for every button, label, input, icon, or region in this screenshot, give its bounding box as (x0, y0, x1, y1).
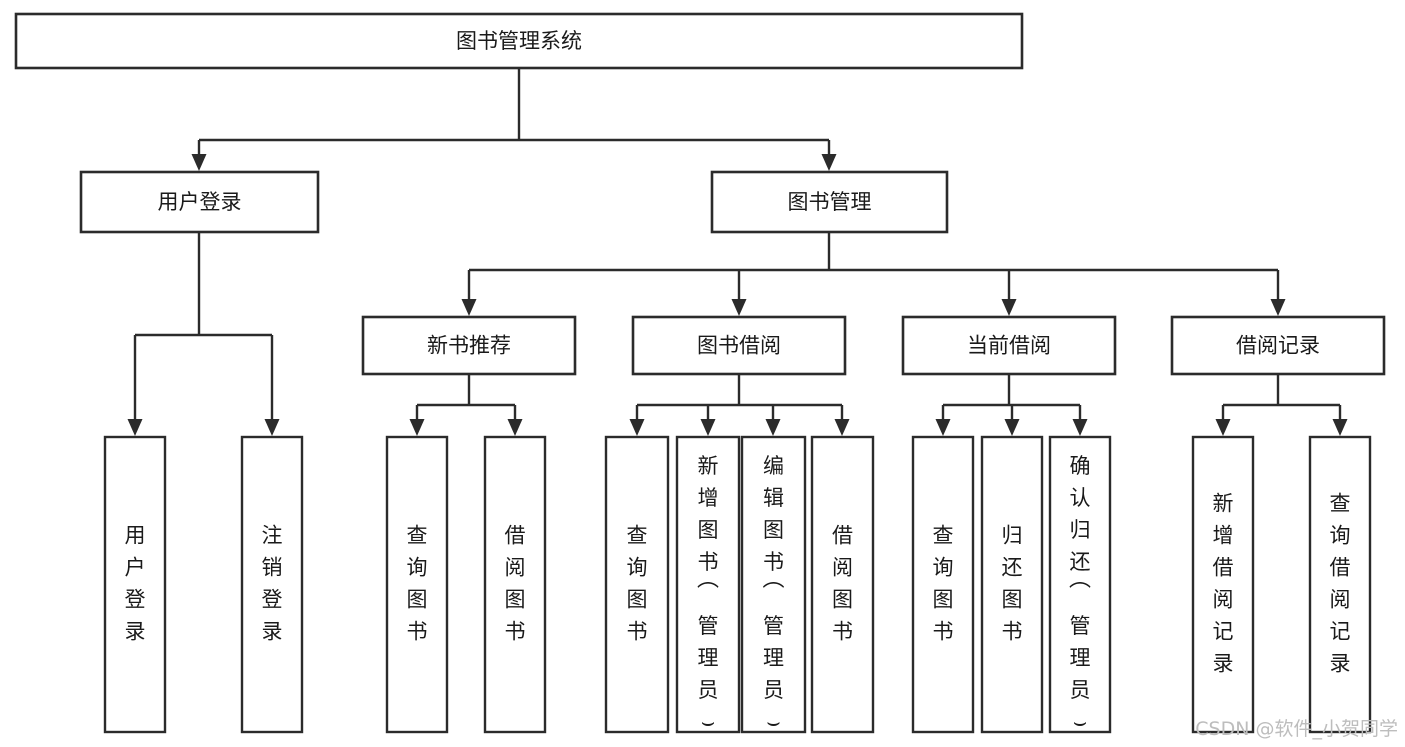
arrow-head-icon (1270, 299, 1286, 316)
node-label-current-borrow: 当前借阅 (967, 334, 1051, 358)
node-leaf-user-login[interactable]: 用户登录 (103, 435, 167, 734)
node-box-leaf-add-book-admin[interactable] (675, 435, 741, 734)
node-new-book-recommend[interactable]: 新书推荐 (361, 315, 577, 376)
connector-bus-current-borrow (935, 374, 1088, 436)
arrow-head-icon (731, 299, 747, 316)
node-borrow-record[interactable]: 借阅记录 (1170, 315, 1386, 376)
node-leaf-user-logout[interactable]: 注销登录 (240, 435, 304, 734)
node-user-login[interactable]: 用户登录 (79, 170, 320, 234)
connector-bus-new-book (409, 374, 523, 436)
node-box-new-book-recommend[interactable] (361, 315, 577, 376)
node-box-leaf-query-book-3[interactable] (911, 435, 975, 734)
node-box-leaf-borrow-book-1[interactable] (483, 435, 547, 734)
arrow-head-icon (264, 419, 280, 436)
node-root[interactable]: 图书管理系统 (14, 12, 1024, 70)
node-label-leaf-query-borrow-record: 查询借阅记录 (1330, 492, 1351, 676)
arrow-head-icon (629, 419, 645, 436)
arrow-head-icon (191, 154, 207, 171)
node-label-leaf-borrow-book-1: 借阅图书 (505, 524, 526, 644)
connector-bus-root (191, 68, 837, 171)
node-leaf-query-book-2[interactable]: 查询图书 (604, 435, 670, 734)
node-label-leaf-add-borrow-record: 新增借阅记录 (1213, 492, 1234, 676)
connector-layer (127, 68, 1348, 436)
node-box-leaf-borrow-book-2[interactable] (810, 435, 875, 734)
node-box-book-borrow[interactable] (631, 315, 847, 376)
node-box-leaf-user-login[interactable] (103, 435, 167, 734)
node-label-leaf-user-login: 用户登录 (125, 524, 146, 644)
arrow-head-icon (821, 154, 837, 171)
node-leaf-borrow-book-2[interactable]: 借阅图书 (810, 435, 875, 734)
arrow-head-icon (507, 419, 523, 436)
node-box-borrow-record[interactable] (1170, 315, 1386, 376)
node-box-current-borrow[interactable] (901, 315, 1117, 376)
arrow-head-icon (935, 419, 951, 436)
arrow-head-icon (461, 299, 477, 316)
node-box-book-manage[interactable] (710, 170, 949, 234)
node-label-leaf-borrow-book-2: 借阅图书 (832, 524, 853, 644)
arrow-head-icon (1004, 419, 1020, 436)
connector-bus-book-borrow (629, 374, 850, 436)
node-box-leaf-query-borrow-record[interactable] (1308, 435, 1372, 734)
node-box-leaf-confirm-return-admin[interactable] (1048, 435, 1112, 734)
node-label-leaf-return-book: 归还图书 (1002, 524, 1023, 644)
node-label-leaf-edit-book-admin: 编辑图书⌒管理员⌣ (762, 454, 784, 735)
arrow-head-icon (700, 419, 716, 436)
arrow-head-icon (765, 419, 781, 436)
node-box-leaf-user-logout[interactable] (240, 435, 304, 734)
node-leaf-query-book-1[interactable]: 查询图书 (385, 435, 449, 734)
node-label-leaf-query-book-2: 查询图书 (627, 524, 648, 644)
csdn-watermark: CSDN @软件_小贺同学 (1195, 718, 1398, 740)
node-leaf-query-book-3[interactable]: 查询图书 (911, 435, 975, 734)
node-label-new-book-recommend: 新书推荐 (427, 334, 511, 358)
node-layer: 图书管理系统用户登录图书管理新书推荐图书借阅当前借阅借阅记录用户登录注销登录查询… (14, 12, 1386, 735)
node-box-leaf-return-book[interactable] (980, 435, 1044, 734)
node-label-book-borrow: 图书借阅 (697, 334, 781, 358)
node-leaf-query-borrow-record[interactable]: 查询借阅记录 (1308, 435, 1372, 734)
node-label-leaf-query-book-3: 查询图书 (933, 524, 954, 644)
node-box-leaf-edit-book-admin[interactable] (740, 435, 807, 734)
node-book-borrow[interactable]: 图书借阅 (631, 315, 847, 376)
node-label-root: 图书管理系统 (456, 29, 582, 53)
arrow-head-icon (127, 419, 143, 436)
node-leaf-add-book-admin[interactable]: 新增图书⌒管理员⌣ (675, 435, 741, 735)
node-label-book-manage: 图书管理 (788, 190, 872, 214)
node-box-leaf-query-book-2[interactable] (604, 435, 670, 734)
node-box-leaf-query-book-1[interactable] (385, 435, 449, 734)
arrow-head-icon (1001, 299, 1017, 316)
connector-bus-borrow-record (1215, 374, 1348, 436)
node-label-user-login: 用户登录 (158, 190, 242, 214)
node-label-leaf-add-book-admin: 新增图书⌒管理员⌣ (697, 454, 719, 735)
node-label-leaf-user-logout: 注销登录 (262, 524, 283, 644)
node-label-leaf-confirm-return-admin: 确认归还⌒管理员⌣ (1069, 454, 1091, 735)
node-label-leaf-query-book-1: 查询图书 (407, 524, 428, 644)
arrow-head-icon (1215, 419, 1231, 436)
node-box-user-login[interactable] (79, 170, 320, 234)
node-current-borrow[interactable]: 当前借阅 (901, 315, 1117, 376)
arrow-head-icon (409, 419, 425, 436)
node-box-leaf-add-borrow-record[interactable] (1191, 435, 1255, 734)
node-leaf-borrow-book-1[interactable]: 借阅图书 (483, 435, 547, 734)
node-leaf-return-book[interactable]: 归还图书 (980, 435, 1044, 734)
node-leaf-confirm-return-admin[interactable]: 确认归还⌒管理员⌣ (1048, 435, 1112, 735)
node-box-root[interactable] (14, 12, 1024, 70)
arrow-head-icon (1332, 419, 1348, 436)
connector-bus-user-login (127, 232, 280, 436)
node-leaf-edit-book-admin[interactable]: 编辑图书⌒管理员⌣ (740, 435, 807, 735)
arrow-head-icon (1072, 419, 1088, 436)
node-leaf-add-borrow-record[interactable]: 新增借阅记录 (1191, 435, 1255, 734)
node-book-manage[interactable]: 图书管理 (710, 170, 949, 234)
arrow-head-icon (834, 419, 850, 436)
connector-bus-book-manage (461, 232, 1286, 316)
node-label-borrow-record: 借阅记录 (1236, 334, 1320, 358)
